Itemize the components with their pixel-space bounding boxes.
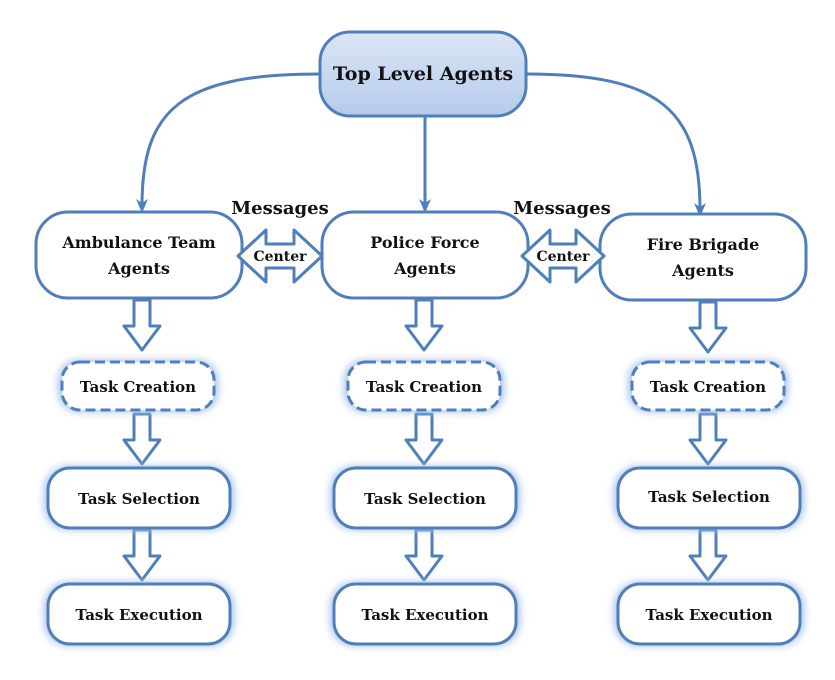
- task-execution-node: Task Execution: [44, 582, 234, 646]
- top-level-agents-node: Top Level Agents: [318, 30, 528, 118]
- down-arrow: [122, 412, 162, 466]
- task-creation-node: Task Creation: [58, 360, 218, 412]
- task-column-police: Task Creation Task Selection Task Execut…: [330, 360, 520, 646]
- agent-node-police: Police Force Agents: [320, 210, 530, 300]
- task-column-fire: Task Creation Task Selection Task Execut…: [614, 360, 804, 646]
- task-selection-label: Task Selection: [364, 490, 486, 508]
- agent-label-line1: Police Force: [370, 233, 479, 252]
- task-execution-label: Task Execution: [645, 606, 772, 624]
- down-arrow: [122, 298, 162, 352]
- agent-label-line2: Agents: [393, 259, 456, 278]
- task-selection-node: Task Selection: [330, 466, 520, 530]
- double-arrow-right: [520, 228, 606, 284]
- down-arrow: [688, 300, 728, 354]
- task-selection-label: Task Selection: [648, 488, 770, 506]
- down-arrow: [404, 298, 444, 352]
- task-creation-node: Task Creation: [628, 360, 788, 412]
- center-label: Center: [254, 249, 308, 265]
- task-column-ambulance: Task Creation Task Selection Task Execut…: [44, 360, 234, 646]
- task-creation-label: Task Creation: [366, 378, 482, 396]
- agent-node-ambulance: Ambulance Team Agents: [34, 210, 244, 300]
- task-execution-node: Task Execution: [614, 582, 804, 646]
- down-arrow: [404, 528, 444, 582]
- center-label: Center: [537, 249, 591, 265]
- task-execution-node: Task Execution: [330, 582, 520, 646]
- task-execution-label: Task Execution: [75, 606, 202, 624]
- messages-label: Messages: [231, 198, 328, 219]
- agent-label-line1: Fire Brigade: [647, 235, 760, 254]
- task-creation-node: Task Creation: [344, 360, 504, 412]
- agent-label-line1: Ambulance Team: [61, 233, 215, 252]
- top-connectors: [136, 72, 706, 217]
- message-center-left: Messages Center: [231, 198, 329, 284]
- arrow-to-fire: [525, 72, 706, 217]
- down-arrow: [404, 412, 444, 466]
- double-arrow-left: [236, 228, 324, 284]
- message-center-right: Messages Center: [513, 198, 611, 284]
- down-arrow: [688, 528, 728, 582]
- agent-label-line2: Agents: [671, 261, 734, 280]
- down-arrow: [688, 412, 728, 466]
- task-creation-label: Task Creation: [650, 378, 766, 396]
- down-arrow: [122, 528, 162, 582]
- task-execution-label: Task Execution: [361, 606, 488, 624]
- agent-label-line2: Agents: [107, 259, 170, 278]
- top-level-agents-label: Top Level Agents: [333, 63, 513, 85]
- messages-label: Messages: [513, 198, 610, 219]
- flow-arrows: [122, 298, 728, 582]
- task-selection-node: Task Selection: [44, 466, 234, 530]
- task-selection-node: Task Selection: [614, 466, 804, 530]
- task-creation-label: Task Creation: [80, 378, 196, 396]
- task-selection-label: Task Selection: [78, 490, 200, 508]
- arrow-to-ambulance: [136, 72, 321, 213]
- agent-node-fire: Fire Brigade Agents: [598, 212, 808, 302]
